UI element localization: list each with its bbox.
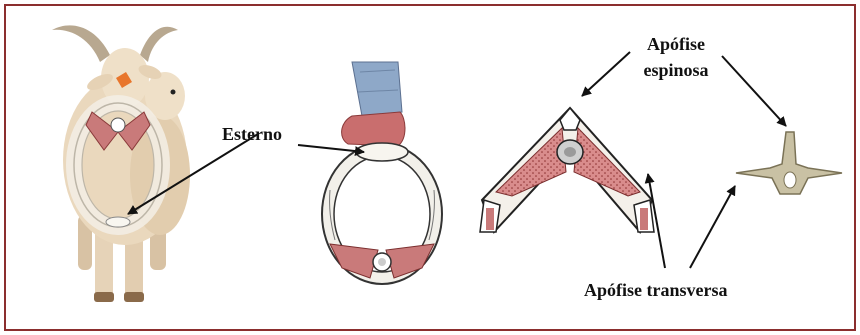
arrow-spinous-right <box>722 56 786 126</box>
body-ring-figure <box>322 62 442 284</box>
vertebra-bone <box>736 132 842 194</box>
arrow-spinous-left <box>582 52 630 96</box>
label-spinous-process-line1: Apófise <box>647 34 705 54</box>
goat-horn <box>52 25 110 62</box>
label-sternum: Esterno <box>222 124 282 144</box>
muscle-left <box>496 128 566 196</box>
vertebra-cross-section <box>480 108 654 232</box>
arrows <box>128 52 786 268</box>
vertebra-mini <box>111 118 125 132</box>
muscle-right <box>574 128 640 196</box>
goat-illustration <box>52 25 190 302</box>
label-spinous-process-line2: espinosa <box>643 60 708 80</box>
hand <box>342 112 405 146</box>
goat-horn <box>140 27 178 62</box>
label-transverse-process: Apófise transversa <box>584 280 727 300</box>
arrow-transverse-right <box>690 186 735 268</box>
arrow-sternum-ring <box>298 145 364 152</box>
